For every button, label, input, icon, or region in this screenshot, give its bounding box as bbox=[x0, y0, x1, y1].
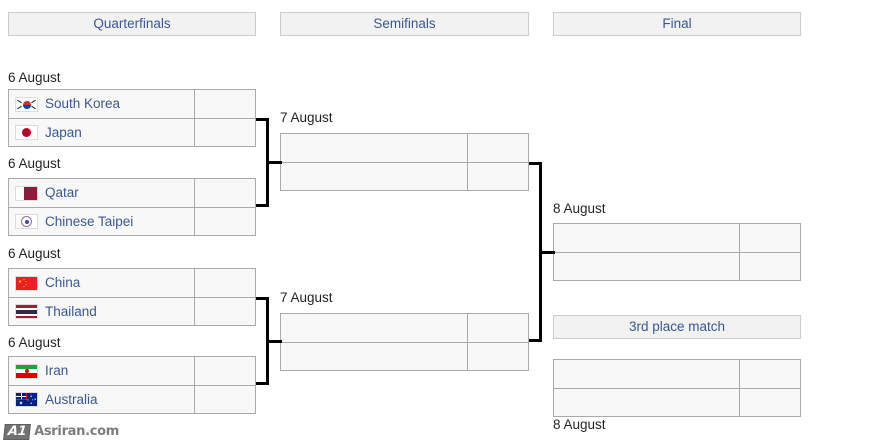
flag-iran-icon bbox=[15, 363, 38, 379]
flag-japan-icon bbox=[15, 125, 38, 140]
match-third-place bbox=[553, 359, 801, 417]
score-cell bbox=[194, 298, 255, 325]
watermark: A1 Asriran.com bbox=[3, 424, 120, 440]
date-label-sf2: 7 August bbox=[280, 290, 333, 305]
score-cell bbox=[467, 343, 528, 370]
score-cell bbox=[194, 179, 255, 207]
connector-stub-final-in bbox=[539, 251, 555, 254]
team-cell[interactable] bbox=[554, 253, 739, 280]
team-cell[interactable]: China bbox=[9, 269, 194, 297]
match-row[interactable] bbox=[281, 134, 528, 162]
team-cell[interactable]: Iran bbox=[9, 357, 194, 385]
round-header-third-place: 3rd place match bbox=[553, 315, 801, 339]
team-name[interactable]: China bbox=[45, 275, 81, 290]
match-sf1 bbox=[280, 133, 529, 191]
match-row[interactable] bbox=[281, 342, 528, 370]
date-label-third: 8 August bbox=[553, 417, 606, 432]
score-cell bbox=[467, 163, 528, 190]
match-row[interactable]: Chinese Taipei bbox=[9, 207, 255, 235]
team-cell[interactable] bbox=[554, 360, 739, 388]
flag-qatar-icon bbox=[15, 185, 38, 201]
watermark-text: Asriran.com bbox=[34, 424, 120, 439]
flag-australia-icon bbox=[15, 392, 38, 407]
date-label-qf3: 6 August bbox=[8, 246, 61, 261]
team-cell[interactable] bbox=[554, 389, 739, 416]
match-row[interactable]: Japan bbox=[9, 118, 255, 146]
date-label-qf4: 6 August bbox=[8, 335, 61, 350]
match-row[interactable]: Iran bbox=[9, 357, 255, 385]
score-cell bbox=[194, 119, 255, 146]
match-qf4: Iran Australia bbox=[8, 356, 256, 414]
team-cell[interactable] bbox=[281, 134, 467, 162]
score-cell bbox=[194, 208, 255, 235]
match-row[interactable]: China bbox=[9, 269, 255, 297]
score-cell bbox=[194, 357, 255, 385]
team-name[interactable]: Iran bbox=[45, 363, 69, 378]
watermark-logo-icon: A1 bbox=[3, 424, 31, 440]
flag-chinese-taipei-icon bbox=[15, 214, 38, 229]
team-cell[interactable]: Japan bbox=[9, 119, 194, 146]
flag-south-korea-icon bbox=[15, 96, 38, 112]
team-name[interactable]: Thailand bbox=[45, 303, 97, 319]
score-cell bbox=[194, 269, 255, 297]
score-cell bbox=[739, 360, 800, 388]
match-row[interactable]: South Korea bbox=[9, 90, 255, 118]
connector-stub-sf1-in bbox=[266, 161, 282, 164]
score-cell bbox=[194, 386, 255, 413]
match-final bbox=[553, 223, 801, 281]
team-cell[interactable] bbox=[281, 163, 467, 190]
team-cell[interactable]: Qatar bbox=[9, 179, 194, 207]
team-name[interactable]: Chinese Taipei bbox=[45, 213, 134, 229]
team-name[interactable]: Australia bbox=[45, 391, 98, 407]
score-cell bbox=[739, 253, 800, 280]
date-label-qf1: 6 August bbox=[8, 70, 61, 85]
match-qf1: South Korea Japan bbox=[8, 89, 256, 147]
team-cell[interactable] bbox=[554, 224, 739, 252]
team-name[interactable]: Qatar bbox=[45, 185, 79, 200]
match-qf3: China Thailand bbox=[8, 268, 256, 326]
team-cell[interactable] bbox=[281, 314, 467, 342]
score-cell bbox=[467, 314, 528, 342]
match-row[interactable] bbox=[281, 314, 528, 342]
date-label-qf2: 6 August bbox=[8, 156, 61, 171]
match-row[interactable]: Australia bbox=[9, 385, 255, 413]
round-header-semifinals: Semifinals bbox=[280, 12, 529, 36]
match-qf2: Qatar Chinese Taipei bbox=[8, 178, 256, 236]
match-row[interactable] bbox=[281, 162, 528, 190]
score-cell bbox=[467, 134, 528, 162]
team-name[interactable]: South Korea bbox=[45, 96, 121, 111]
match-row[interactable]: Qatar bbox=[9, 179, 255, 207]
round-header-final: Final bbox=[553, 12, 801, 36]
team-name[interactable]: Japan bbox=[45, 124, 82, 140]
match-row[interactable]: Thailand bbox=[9, 297, 255, 325]
date-label-sf1: 7 August bbox=[280, 110, 333, 125]
flag-china-icon bbox=[15, 275, 38, 291]
connector-stub-sf2-in bbox=[266, 340, 282, 343]
team-cell[interactable] bbox=[281, 343, 467, 370]
score-cell bbox=[739, 224, 800, 252]
date-label-final: 8 August bbox=[553, 201, 606, 216]
score-cell bbox=[739, 389, 800, 416]
team-cell[interactable]: Australia bbox=[9, 386, 194, 413]
score-cell bbox=[194, 90, 255, 118]
round-header-quarterfinals: Quarterfinals bbox=[8, 12, 256, 36]
team-cell[interactable]: South Korea bbox=[9, 90, 194, 118]
match-row[interactable] bbox=[554, 388, 800, 416]
match-row[interactable] bbox=[554, 252, 800, 280]
team-cell[interactable]: Chinese Taipei bbox=[9, 208, 194, 235]
match-row[interactable] bbox=[554, 360, 800, 388]
match-sf2 bbox=[280, 313, 529, 371]
flag-thailand-icon bbox=[15, 304, 38, 319]
team-cell[interactable]: Thailand bbox=[9, 298, 194, 325]
match-row[interactable] bbox=[554, 224, 800, 252]
